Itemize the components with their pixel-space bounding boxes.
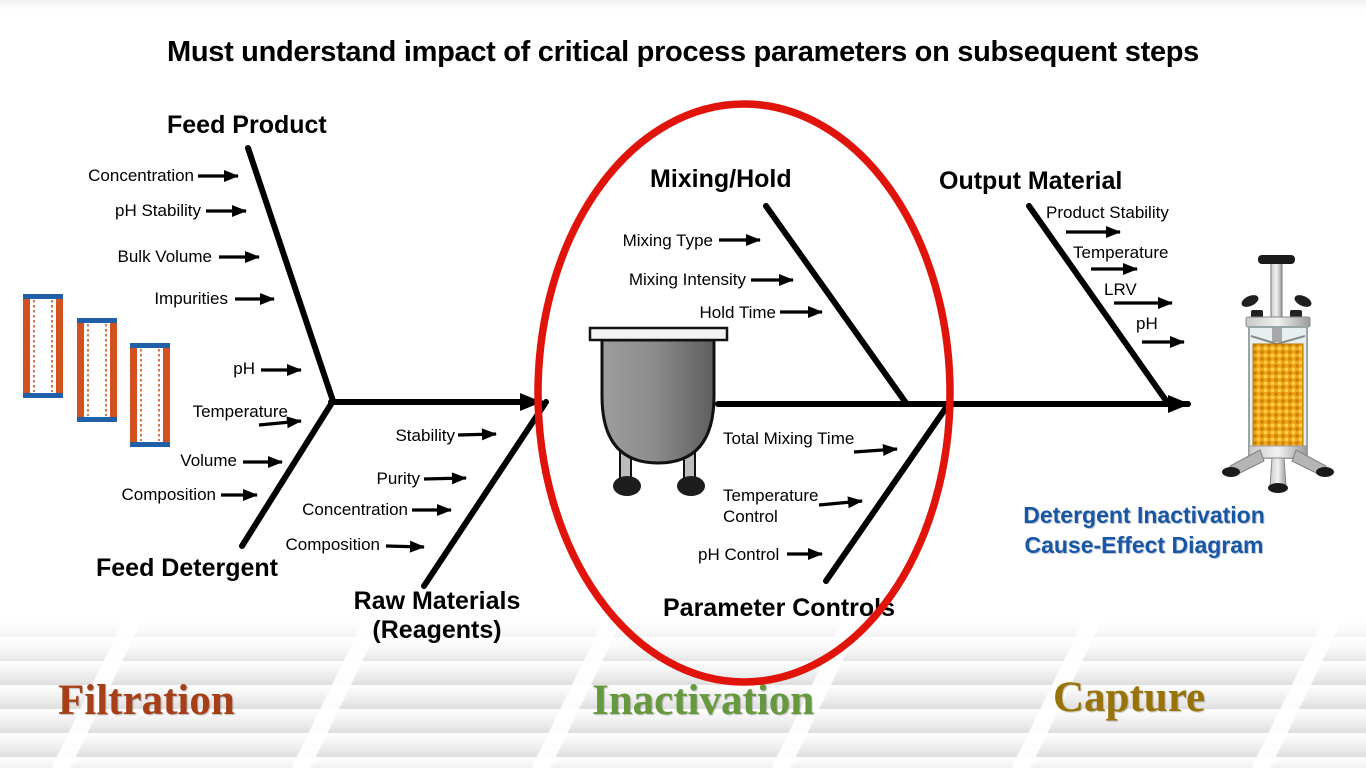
- cause-ph-stability: pH Stability: [115, 201, 201, 220]
- caption-line2: Cause-Effect Diagram: [1024, 532, 1264, 558]
- slide-title: Must understand impact of critical proce…: [166, 36, 1200, 68]
- cause-total-mixing-time: Total Mixing Time: [723, 429, 855, 448]
- stage-label-inactivation: Inactivation: [592, 677, 815, 724]
- branch-title-output-material: Output Material: [939, 167, 1123, 195]
- cause-concentration-rm: Concentration: [302, 500, 408, 519]
- cause-ph-om: pH: [1136, 314, 1158, 333]
- mixing-tank-icon: [588, 326, 729, 496]
- cause-temperature: Temperature: [192, 402, 288, 421]
- cause-bulk-volume: Bulk Volume: [117, 247, 213, 266]
- caption-line1: Detergent Inactivation: [1023, 502, 1265, 528]
- cause-lrv: LRV: [1104, 280, 1137, 299]
- branch-line-feed-product: [245, 145, 336, 404]
- stage-label-capture: Capture: [1053, 674, 1206, 721]
- branch-line-output-material: [1026, 203, 1170, 405]
- raw-materials-line1: Raw Materials: [353, 587, 521, 615]
- raw-materials-line2: (Reagents): [372, 616, 502, 644]
- cause-concentration: Concentration: [88, 166, 194, 185]
- cause-ph-control: pH Control: [698, 545, 780, 564]
- branch-title-parameter-controls: Parameter Controls: [663, 594, 896, 622]
- cause-temperature-control: Temperature Control: [723, 486, 819, 526]
- cause-composition-fd: Composition: [121, 485, 217, 504]
- cause-volume: Volume: [180, 451, 237, 470]
- cause-purity: Purity: [376, 469, 420, 488]
- branch-title-feed-detergent: Feed Detergent: [96, 554, 278, 582]
- branch-title-mixing-hold: Mixing/Hold: [650, 165, 792, 193]
- branch-title-raw-materials: Raw Materials (Reagents): [322, 587, 552, 645]
- cause-stability: Stability: [395, 426, 455, 445]
- branch-title-feed-product: Feed Product: [167, 111, 327, 139]
- cause-temperature-om: Temperature: [1073, 243, 1169, 262]
- floor-streak: [1235, 593, 1352, 768]
- cause-composition-rm: Composition: [285, 535, 381, 554]
- branch-line-mixing-hold: [763, 203, 909, 406]
- cause-hold-time: Hold Time: [699, 303, 776, 322]
- cause-mixing-type: Mixing Type: [622, 231, 713, 250]
- cause-product-stability: Product Stability: [1046, 203, 1169, 222]
- diagram-caption: Detergent Inactivation Cause-Effect Diag…: [963, 500, 1325, 560]
- cause-impurities: Impurities: [154, 289, 228, 308]
- cause-mixing-intensity: Mixing Intensity: [628, 270, 746, 289]
- top-edge-shading: [0, 0, 1366, 10]
- stage-label-filtration: Filtration: [58, 677, 235, 724]
- chromatography-column-icon: [1222, 255, 1334, 493]
- cause-ph: pH: [233, 359, 255, 378]
